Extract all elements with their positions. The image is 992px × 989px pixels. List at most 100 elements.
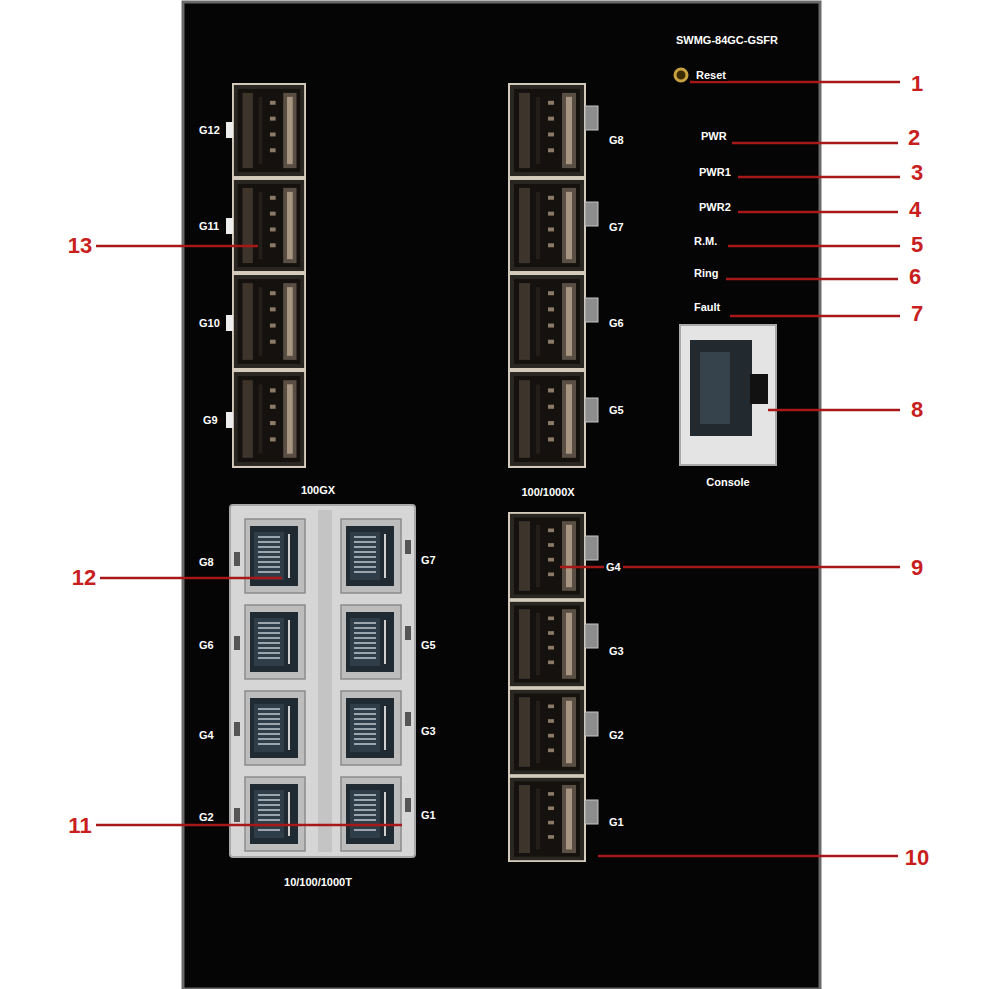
console-pins <box>700 352 730 424</box>
sfp-latch <box>585 712 598 736</box>
leader-line <box>96 245 258 248</box>
port-label: G5 <box>419 639 438 651</box>
sfp-cage <box>509 689 585 775</box>
port-label: G7 <box>419 554 438 566</box>
port-label: G7 <box>607 221 626 233</box>
sfp-cage <box>233 371 305 467</box>
leader-line <box>768 409 900 412</box>
callout-number: 9 <box>909 556 925 580</box>
rj45-port <box>245 691 305 765</box>
callout-number: 8 <box>909 398 925 422</box>
callout-number: 13 <box>66 234 94 258</box>
port-label: G12 <box>197 124 222 136</box>
sfp-latch <box>585 624 598 648</box>
callout-number: 3 <box>909 161 925 185</box>
port-label: G3 <box>419 725 438 737</box>
leader-line <box>732 142 898 145</box>
leader-line <box>598 855 898 858</box>
rj45-block <box>230 505 415 857</box>
port-led <box>234 636 240 650</box>
rj45-port <box>245 605 305 679</box>
console-latch <box>750 374 768 404</box>
port-label: G10 <box>197 317 222 329</box>
sfp-cage <box>233 179 305 272</box>
port-label: G3 <box>607 645 626 657</box>
port-led <box>405 626 411 640</box>
indicator-label: PWR2 <box>697 201 733 213</box>
sfp-latch <box>585 106 598 130</box>
port-led <box>234 808 240 822</box>
indicator-label: PWR1 <box>697 166 733 178</box>
rj45-frame <box>230 505 415 857</box>
rj45-divider <box>318 510 332 852</box>
indicator-label: Reset <box>694 69 728 81</box>
port-label: G4 <box>197 729 216 741</box>
console-housing <box>680 325 776 465</box>
console-jack <box>680 325 776 465</box>
port-label: G8 <box>607 134 626 146</box>
port-group-label: 10/100/1000T <box>282 876 354 888</box>
rj45-port <box>341 691 401 765</box>
indicator-label: R.M. <box>692 235 719 247</box>
port-label: G2 <box>197 811 216 823</box>
sfp-cage <box>509 371 585 467</box>
port-led <box>405 540 411 554</box>
sfp-latch <box>585 398 598 422</box>
sfp-cage <box>509 513 585 599</box>
sfp-cage <box>509 84 585 177</box>
sfp-cage <box>233 84 305 177</box>
callout-number: 6 <box>907 265 923 289</box>
leader-line <box>100 577 282 580</box>
callout-number: 1 <box>909 72 925 96</box>
sfp-tab <box>226 122 233 138</box>
sfp-latch <box>585 298 598 322</box>
sfp-cage-group <box>226 84 305 467</box>
switch-panel <box>183 2 820 989</box>
port-label: G1 <box>419 809 438 821</box>
callout-number: 4 <box>907 198 923 222</box>
leader-line <box>690 81 900 84</box>
port-led <box>405 712 411 726</box>
port-label: G11 <box>197 220 221 232</box>
model-name: SWMG-84GC-GSFR <box>674 34 780 46</box>
port-led <box>234 552 240 566</box>
reset-button <box>675 69 687 81</box>
callout-number: 7 <box>909 302 925 326</box>
leader-line <box>738 211 898 214</box>
sfp-cage <box>233 274 305 369</box>
callout-number: 10 <box>903 846 931 870</box>
leader-line <box>738 176 900 179</box>
rj45-port <box>245 519 305 593</box>
sfp-cage <box>509 601 585 687</box>
port-label: G2 <box>607 729 626 741</box>
callout-number: 12 <box>70 566 98 590</box>
indicator-label: PWR <box>699 130 729 142</box>
indicator-label: Ring <box>692 267 720 279</box>
leader-lines <box>96 82 900 856</box>
rj45-port <box>245 777 305 851</box>
callout-number: 5 <box>909 233 925 257</box>
port-group-label: 100GX <box>299 484 337 496</box>
port-group-label: Console <box>704 476 751 488</box>
rj45-port <box>341 605 401 679</box>
port-group-label: 100/1000X <box>519 486 576 498</box>
port-label: G1 <box>607 816 626 828</box>
sfp-cage-group <box>509 84 598 467</box>
port-label: G6 <box>607 317 626 329</box>
port-led <box>234 722 240 736</box>
leader-line <box>96 824 402 827</box>
port-led <box>405 798 411 812</box>
sfp-tab <box>226 315 233 331</box>
sfp-latch <box>585 202 598 226</box>
sfp-tab <box>226 412 233 428</box>
rj45-port <box>341 777 401 851</box>
leader-line <box>730 315 900 318</box>
sfp-latch <box>585 536 598 560</box>
leader-line <box>726 278 898 281</box>
indicator-label: Fault <box>692 301 722 313</box>
sfp-latch <box>585 800 598 824</box>
port-label: G4 <box>604 561 623 573</box>
leader-line <box>728 245 900 248</box>
